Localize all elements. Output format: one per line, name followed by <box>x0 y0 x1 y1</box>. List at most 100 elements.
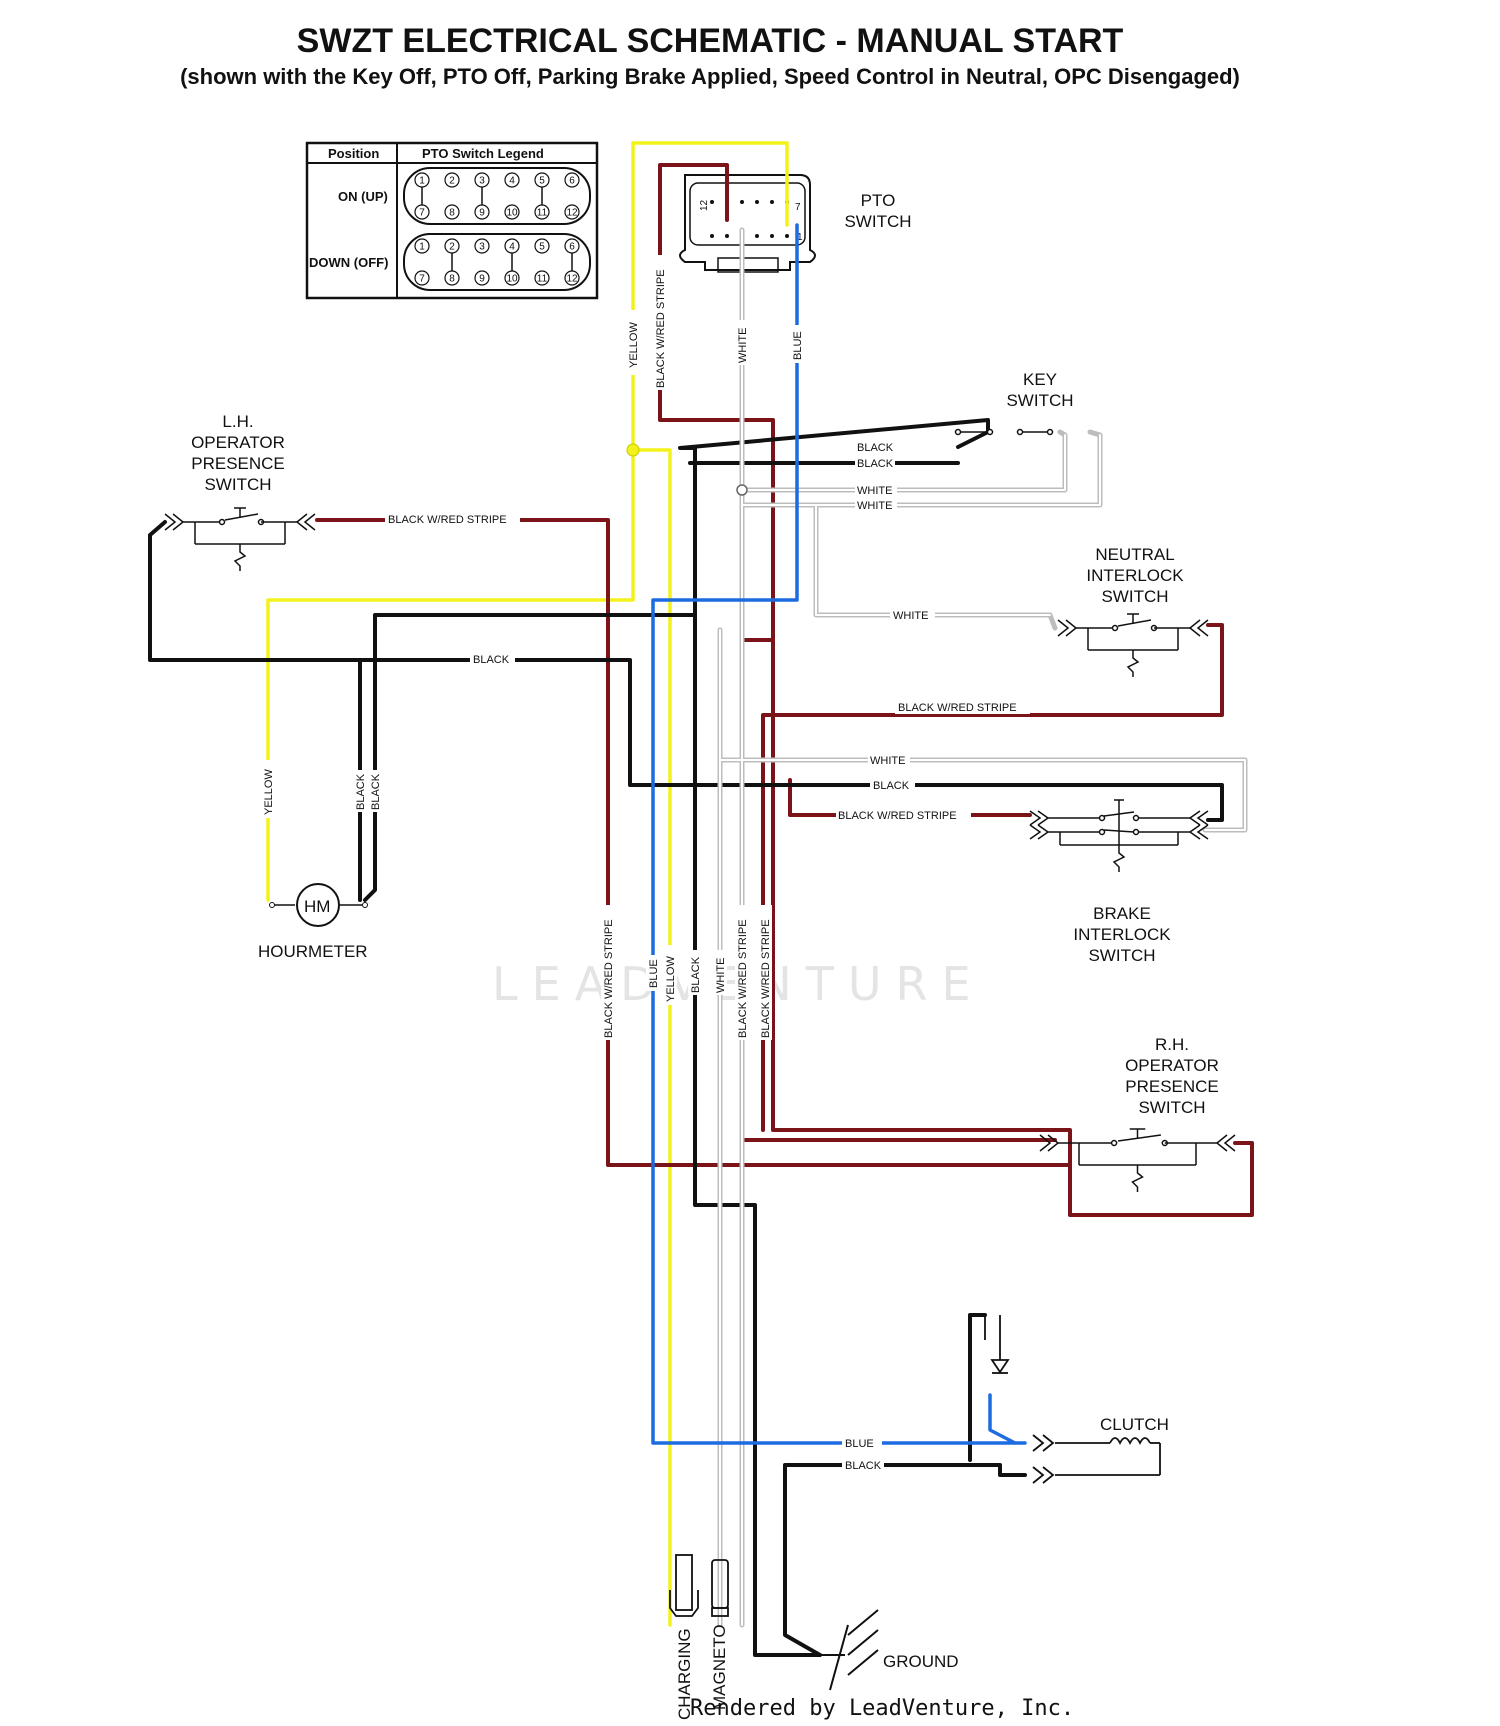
wire-label-yellow-top: YELLOW <box>628 322 640 368</box>
wire-label-black-v: BLACK <box>690 956 702 993</box>
lh-operator-label-line: SWITCH <box>204 475 271 494</box>
diode <box>984 1315 1010 1374</box>
legend-pin-number: 10 <box>506 274 518 285</box>
neutral-interlock-switch <box>1057 613 1209 677</box>
wire-label-blue-clutch: BLUE <box>845 1438 874 1450</box>
neutral-interlock-label-line: INTERLOCK <box>1086 566 1184 585</box>
wire-label-black-key1: BLACK <box>857 442 894 454</box>
wire-label-black-red-neutral: BLACK W/RED STRIPE <box>898 702 1017 714</box>
legend-row-on: ON (UP) <box>338 189 388 204</box>
hourmeter: HM <box>269 883 368 927</box>
lh-operator-label-line: PRESENCE <box>191 454 285 473</box>
wire-label-black-key2: BLACK <box>857 458 894 470</box>
legend-pin-number: 2 <box>449 176 455 187</box>
wire-label-blue-v: BLUE <box>648 959 660 988</box>
legend-pin-number: 4 <box>509 176 515 187</box>
legend-pin-number: 2 <box>449 242 455 253</box>
legend-pin-number: 1 <box>419 176 425 187</box>
rh-operator-label-line: PRESENCE <box>1125 1077 1219 1096</box>
legend-position-header: Position <box>328 146 379 161</box>
yellow-junction <box>626 443 640 457</box>
neutral-interlock-label-line: NEUTRAL <box>1095 545 1174 564</box>
legend-pin-number: 3 <box>479 242 485 253</box>
clutch-coil <box>1032 1434 1161 1484</box>
rh-operator-switch <box>1039 1128 1236 1192</box>
key-switch-label-line: KEY <box>1023 370 1057 389</box>
brake-interlock-label-line: SWITCH <box>1088 946 1155 965</box>
legend-pin-number: 6 <box>569 176 575 187</box>
rh-operator-label-line: OPERATOR <box>1125 1056 1219 1075</box>
wire-label-white-neutral: WHITE <box>893 610 928 622</box>
pto-switch-connector: 12 7 1 <box>679 174 816 273</box>
credit-text: Rendered by LeadVenture, Inc. <box>690 1696 1074 1721</box>
magneto-connector <box>711 1559 729 1617</box>
lh-operator-label-line: L.H. <box>222 412 253 431</box>
white-junction <box>736 484 748 496</box>
lh-operator-switch <box>164 507 316 571</box>
wire-label-black-brake: BLACK <box>873 780 910 792</box>
vertical-wire-labels: YELLOW BLACK W/RED STRIPE WHITE BLUE YEL… <box>261 255 804 1040</box>
wire-label-white-key1: WHITE <box>857 485 892 497</box>
brake-interlock-label-line: INTERLOCK <box>1073 925 1171 944</box>
neutral-interlock-label-line: SWITCH <box>1101 587 1168 606</box>
wire-label-black-red-v1: BLACK W/RED STRIPE <box>603 919 615 1038</box>
pto-pin-1: 1 <box>797 232 803 243</box>
wire-labels: BLACK W/RED STRIPE BLACK BLACK BLACK WHI… <box>385 440 1030 1472</box>
legend-pin-number: 9 <box>479 274 485 285</box>
legend-pin-number: 7 <box>419 274 425 285</box>
black-wire <box>148 418 1224 1657</box>
magneto-label: MAGNETO <box>710 1624 729 1710</box>
legend-pin-number: 3 <box>479 176 485 187</box>
lh-operator-label-line: OPERATOR <box>191 433 285 452</box>
legend-pin-number: 7 <box>419 208 425 219</box>
rh-operator-label-line: SWITCH <box>1138 1098 1205 1117</box>
brake-interlock-switch <box>1029 799 1209 872</box>
rh-operator-label-line: R.H. <box>1155 1035 1189 1054</box>
wire-label-yellow-hm: YELLOW <box>263 769 275 815</box>
wire-label-black-hm1: BLACK <box>355 773 367 810</box>
clutch-label: CLUTCH <box>1100 1415 1169 1434</box>
diagram-title: SWZT ELECTRICAL SCHEMATIC - MANUAL START <box>296 22 1124 60</box>
wire-label-black-red-brake: BLACK W/RED STRIPE <box>838 810 957 822</box>
wire-label-white-key2: WHITE <box>857 500 892 512</box>
pto-switch-legend: Position PTO Switch Legend ON (UP) DOWN … <box>305 141 599 300</box>
pto-switch-label-line: SWITCH <box>844 212 911 231</box>
legend-pin-number: 11 <box>537 274 548 285</box>
wire-label-white-v: WHITE <box>715 958 727 993</box>
blue-wire <box>651 223 1027 1445</box>
legend-pin-number: 5 <box>539 242 545 253</box>
pto-switch-label-line: PTO <box>861 191 896 210</box>
wire-label-black-red-v3: BLACK W/RED STRIPE <box>760 919 772 1038</box>
pto-pin-7: 7 <box>795 202 801 213</box>
wire-label-yellow-v: YELLOW <box>665 956 677 1002</box>
wire-label-black-red-lh: BLACK W/RED STRIPE <box>388 514 507 526</box>
key-switch-label-line: SWITCH <box>1006 391 1073 410</box>
diagram-subtitle: (shown with the Key Off, PTO Off, Parkin… <box>180 64 1240 89</box>
legend-pin-number: 1 <box>419 242 425 253</box>
legend-pin-number: 8 <box>449 274 455 285</box>
hourmeter-label: HOURMETER <box>258 942 368 961</box>
wire-label-black-clutch: BLACK <box>845 1460 882 1472</box>
brake-interlock-label-line: BRAKE <box>1093 904 1151 923</box>
legend-pin-number: 10 <box>506 208 518 219</box>
wire-label-white-top: WHITE <box>737 328 749 363</box>
ground-symbol <box>820 1609 879 1691</box>
watermark: LEADVENTURE <box>492 957 985 1011</box>
charging-connector <box>669 1554 699 1617</box>
wire-label-black-red-v2: BLACK W/RED STRIPE <box>737 919 749 1038</box>
wire-label-black-hm2: BLACK <box>370 773 382 810</box>
legend-pin-number: 11 <box>537 208 548 219</box>
pto-pin-12: 12 <box>699 199 710 211</box>
wire-label-white-brake: WHITE <box>870 755 905 767</box>
charging-label: CHARGING <box>675 1628 694 1720</box>
legend-pin-number: 8 <box>449 208 455 219</box>
wire-label-black-red-top: BLACK W/RED STRIPE <box>655 269 667 388</box>
yellow-wire <box>266 141 789 1627</box>
legend-row-off: DOWN (OFF) <box>309 255 388 270</box>
wire-label-blue-top: BLUE <box>792 331 804 360</box>
legend-pin-number: 9 <box>479 208 485 219</box>
legend-pin-number: 6 <box>569 242 575 253</box>
legend-pin-number: 12 <box>566 274 578 285</box>
hourmeter-symbol: HM <box>304 897 330 916</box>
